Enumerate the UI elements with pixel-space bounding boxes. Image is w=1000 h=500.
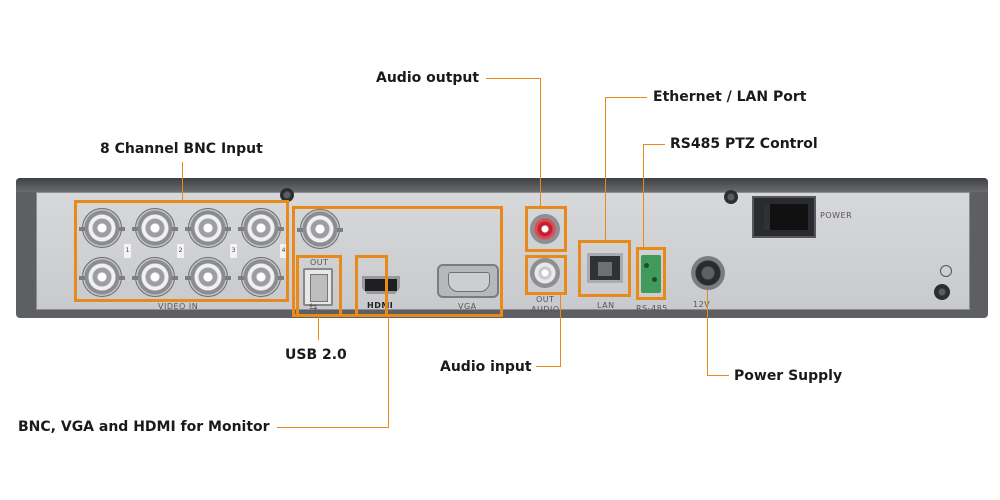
leader-power-supply (707, 290, 708, 376)
leader-usb (318, 317, 319, 340)
leader-audio-output (486, 78, 541, 79)
callout-audio-input: Audio input (440, 359, 532, 375)
bnc-input-1 (79, 208, 125, 248)
channel-label-3: 3 (230, 244, 237, 258)
audio-input-rca (530, 258, 560, 288)
bnc-input-5 (79, 257, 125, 297)
leader-audio-input (536, 366, 561, 367)
highlight-monitor-outputs (292, 206, 503, 317)
callout-rs485: RS485 PTZ Control (670, 136, 818, 152)
highlight-audio-input (525, 255, 567, 295)
highlight-lan (578, 240, 631, 297)
bnc-input-3 (185, 208, 231, 248)
usb-port (303, 268, 333, 306)
power-rating-label: 12V (693, 300, 711, 309)
audio-output-rca (530, 214, 560, 244)
rs485-terminal (641, 255, 661, 293)
leader-audio-output (540, 78, 541, 206)
leader-monitor (388, 317, 389, 427)
bnc-input-4 (238, 208, 284, 248)
leader-bnc-input (182, 162, 183, 200)
highlight-audio-output (525, 206, 567, 252)
video-out-label: OUT (310, 258, 329, 267)
leader-power-supply (707, 375, 729, 376)
bnc-video-out (297, 209, 343, 249)
power-jack (691, 256, 725, 290)
audio-label: AUDIO (531, 305, 560, 314)
callout-bnc-input: 8 Channel BNC Input (100, 141, 263, 157)
leader-ethernet (605, 97, 606, 240)
chassis-screw (724, 190, 738, 204)
callout-audio-output: Audio output (376, 70, 480, 86)
channel-label-1: 1 (124, 244, 131, 258)
power-switch (752, 196, 816, 238)
leader-ethernet (605, 97, 647, 98)
bnc-input-2 (132, 208, 178, 248)
chassis-top-edge (16, 178, 988, 192)
highlight-rs485 (636, 247, 666, 300)
lan-label: LAN (597, 301, 615, 310)
callout-ethernet: Ethernet / LAN Port (653, 89, 807, 105)
bnc-input-7 (185, 257, 231, 297)
rs485-label: RS-485 (636, 304, 668, 313)
vga-label: VGA (458, 302, 477, 311)
leader-rs485 (643, 144, 644, 247)
hdmi-port (362, 276, 400, 294)
audio-out-label: OUT (536, 295, 555, 304)
channel-label-2: 2 (177, 244, 184, 258)
highlight-hdmi (355, 255, 388, 317)
ground-terminal (934, 284, 950, 300)
bnc-input-8 (238, 257, 284, 297)
ground-symbol (940, 265, 952, 277)
chassis-screw (280, 188, 294, 202)
vga-port (437, 264, 499, 298)
video-in-label: VIDEO IN (158, 302, 199, 311)
leader-audio-input (560, 295, 561, 367)
power-switch-label: POWER (820, 211, 853, 220)
usb-icon: ⇆ (309, 302, 318, 313)
hdmi-label: HDMI (367, 301, 394, 310)
callout-usb: USB 2.0 (285, 347, 347, 363)
channel-label-4: 4 (280, 244, 287, 258)
callout-power-supply: Power Supply (734, 368, 843, 384)
highlight-bnc-input (74, 200, 289, 302)
leader-monitor (277, 427, 389, 428)
callout-monitor: BNC, VGA and HDMI for Monitor (18, 419, 270, 435)
leader-rs485 (643, 144, 665, 145)
bnc-input-6 (132, 257, 178, 297)
lan-port (587, 253, 623, 283)
highlight-usb (296, 255, 342, 317)
